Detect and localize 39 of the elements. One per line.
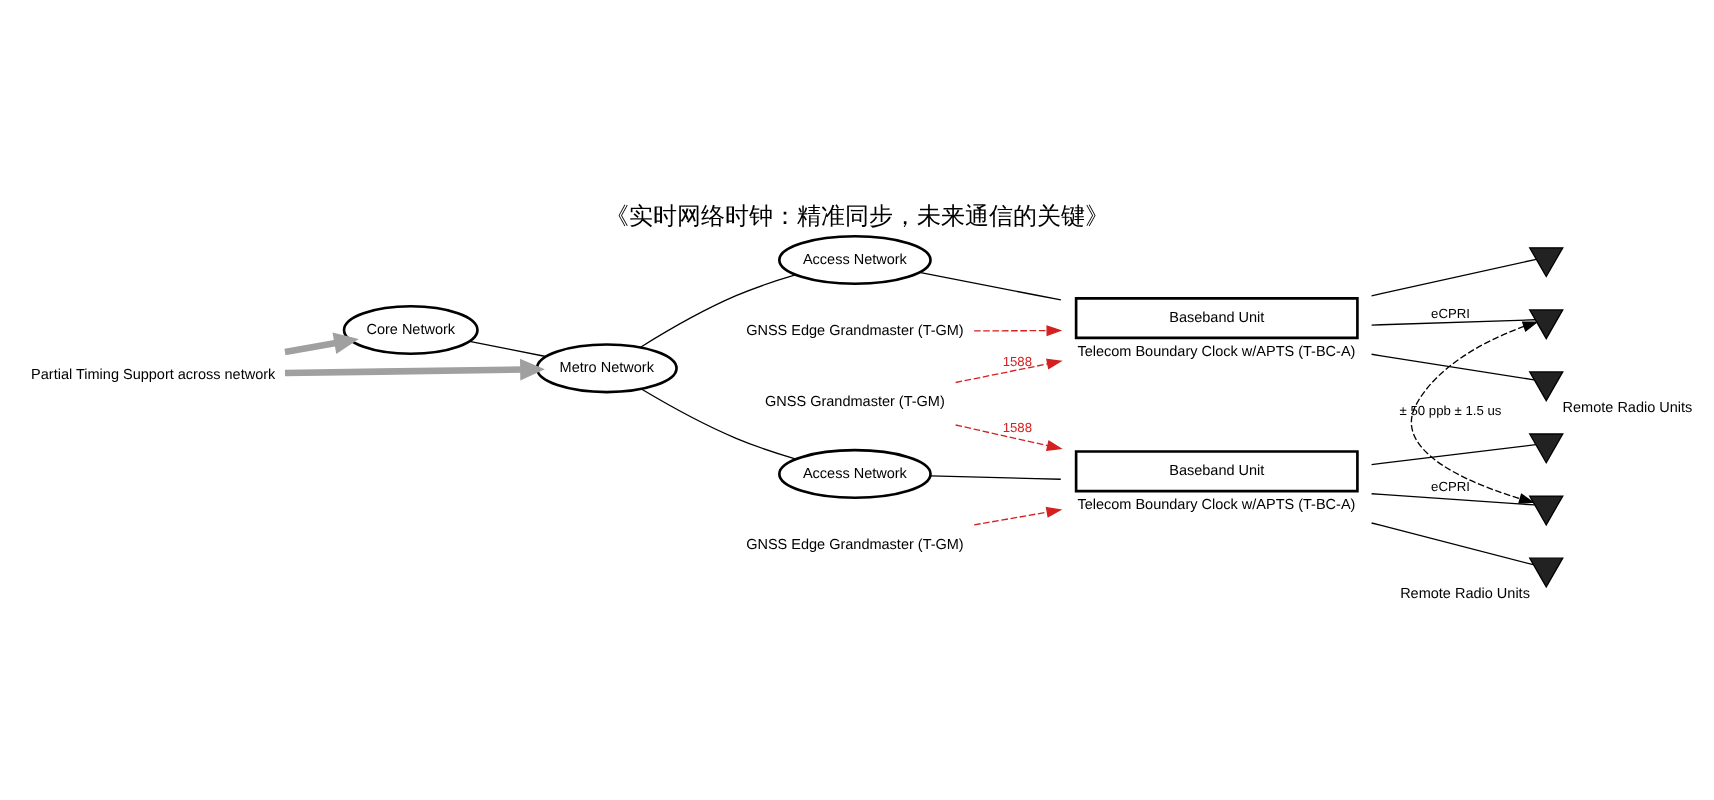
node-ellipse: Access Network <box>778 233 932 285</box>
arrow <box>973 324 1063 336</box>
node-label: Remote Radio Units <box>1562 397 1693 416</box>
node-text: GNSS Grandmaster (T-GM) <box>765 391 945 410</box>
connector <box>1370 492 1536 505</box>
node-picture <box>1528 556 1564 588</box>
connector <box>1370 521 1534 565</box>
node-ellipse: Metro Network <box>535 342 678 393</box>
node-picture <box>1528 432 1564 464</box>
connector <box>468 339 547 357</box>
arrow <box>284 357 545 380</box>
node-picture <box>1528 308 1564 339</box>
node-label: Remote Radio Units <box>1400 583 1530 602</box>
connector <box>1370 352 1535 380</box>
arrow <box>973 505 1063 525</box>
connector <box>929 474 1062 479</box>
node-ellipse: Access Network <box>778 447 932 499</box>
node-ellipse: Core Network <box>342 303 479 355</box>
node-label: Telecom Boundary Clock w/APTS (T-BC-A) <box>1077 341 1356 360</box>
connector <box>918 270 1062 300</box>
node-text: Partial Timing Support across network <box>31 363 276 382</box>
node-text: GNSS Edge Grandmaster (T-GM) <box>746 320 964 339</box>
connector <box>1370 257 1537 296</box>
node-text: GNSS Edge Grandmaster (T-GM) <box>746 533 964 552</box>
node-picture <box>1528 494 1564 526</box>
diagram-title: 《实时网络时钟：精准同步，未来通信的关键》 <box>605 200 1109 229</box>
node-picture <box>1528 370 1564 401</box>
node-picture <box>1528 246 1564 277</box>
connector <box>640 387 797 459</box>
connector <box>1370 318 1536 325</box>
arrow <box>955 423 1063 450</box>
connector <box>1370 443 1537 465</box>
node-box: Baseband Unit <box>1074 296 1359 339</box>
node-box: Baseband Unit <box>1074 449 1359 492</box>
connector <box>639 273 796 348</box>
arrow <box>1411 320 1539 503</box>
arrow <box>284 331 359 355</box>
node-label: Telecom Boundary Clock w/APTS (T-BC-A) <box>1077 494 1356 513</box>
arrow <box>955 357 1063 383</box>
